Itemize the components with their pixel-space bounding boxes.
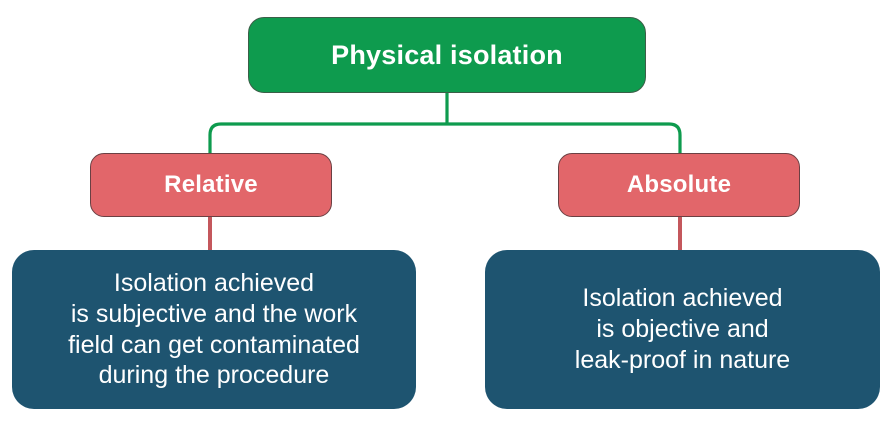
detail-node-absolute[interactable]: Isolation achieved is objective and leak… <box>485 250 880 409</box>
connector-root-to-absolute <box>447 122 682 154</box>
root-node-label: Physical isolation <box>331 39 563 70</box>
branch-node-relative[interactable]: Relative <box>90 153 332 217</box>
branch-node-relative-label: Relative <box>164 171 258 198</box>
branch-node-absolute-label: Absolute <box>626 171 732 198</box>
detail-node-relative-text: Isolation achieved is subjective and the… <box>68 269 360 390</box>
branch-node-absolute[interactable]: Absolute <box>558 153 800 217</box>
root-node-physical-isolation[interactable]: Physical isolation <box>248 17 646 93</box>
detail-node-absolute-text: Isolation achieved is objective and leak… <box>574 284 791 374</box>
detail-node-relative[interactable]: Isolation achieved is subjective and the… <box>12 250 416 409</box>
connector-root-to-relative <box>208 122 447 154</box>
